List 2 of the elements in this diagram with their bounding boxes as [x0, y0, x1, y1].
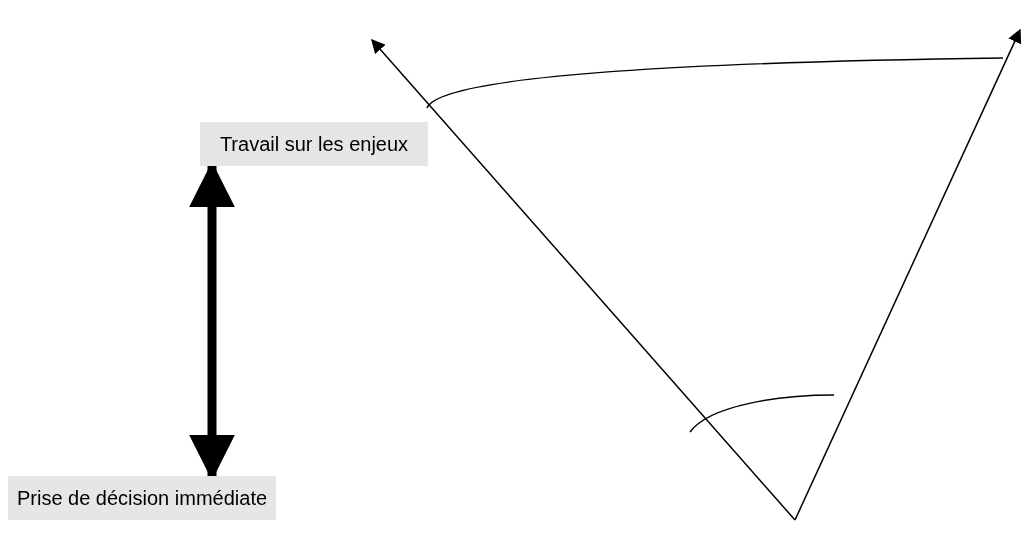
- text-box: Travail sur les enjeux: [200, 122, 428, 166]
- text-box: Prise de décision immédiate: [8, 476, 276, 520]
